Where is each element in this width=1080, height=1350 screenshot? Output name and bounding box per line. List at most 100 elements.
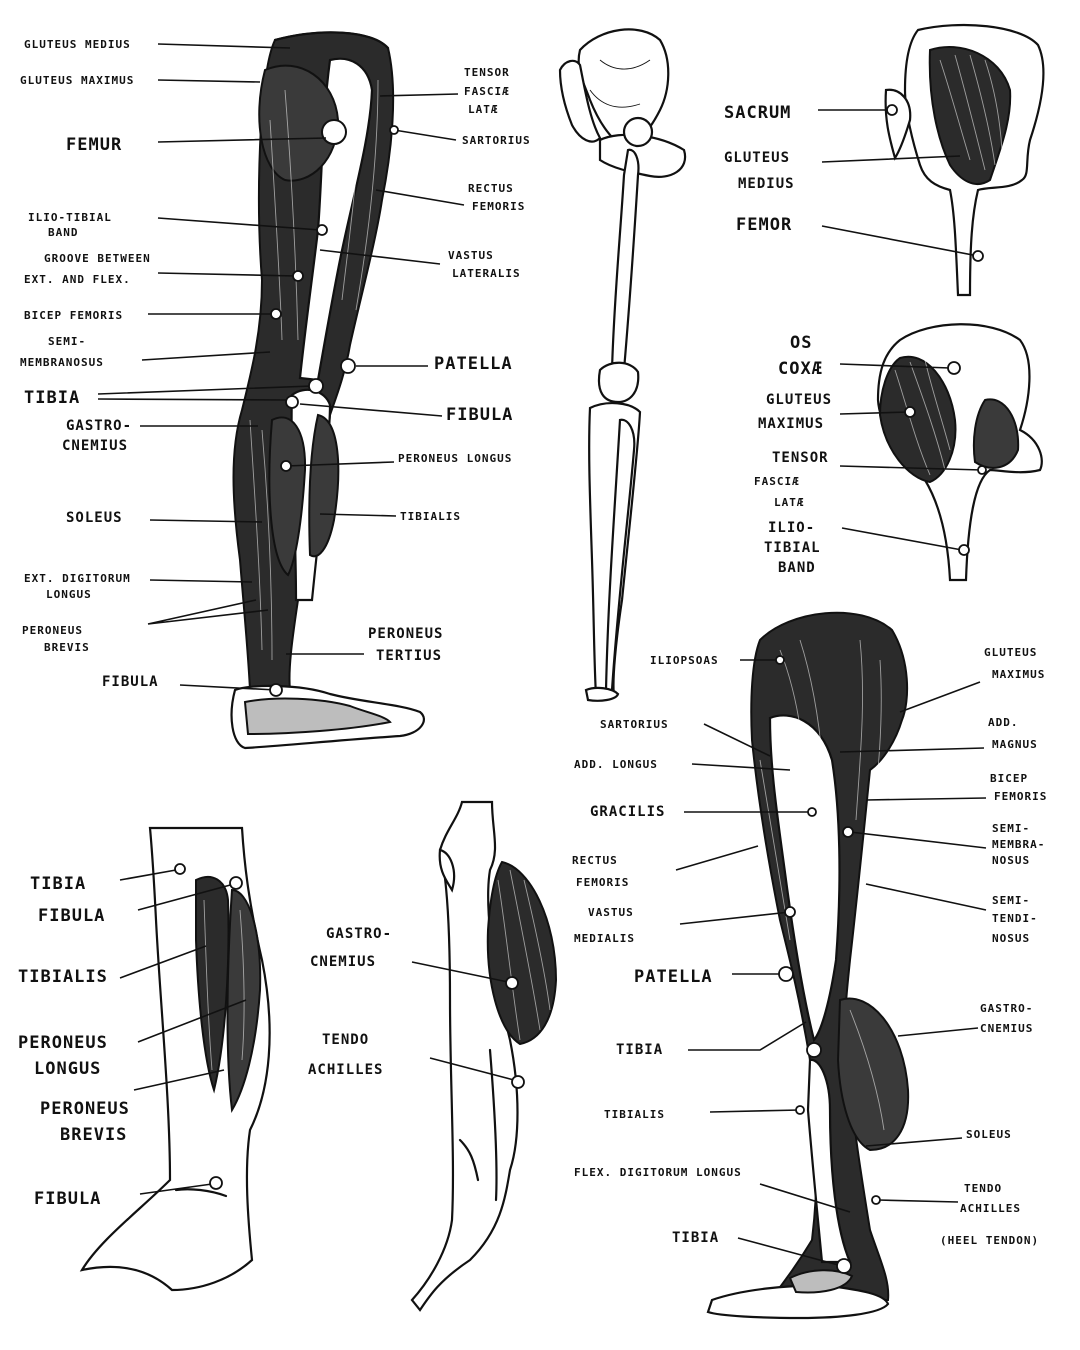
label-gracilis: GRACILIS (590, 804, 665, 820)
leg-side-muscles-icon (230, 31, 425, 750)
label-fibula-right: FIBULA (446, 405, 513, 425)
label-tibia-in: TIBIA (616, 1042, 663, 1058)
label-latae-mid: LATÆ (774, 496, 805, 509)
label-medius-top: MEDIUS (738, 176, 795, 192)
label-gastro-in: GASTRO- (980, 1002, 1033, 1015)
label-tibialis-in: TIBIALIS (604, 1108, 665, 1121)
label-gastro: GASTRO- (66, 418, 132, 434)
label-brevis-ll: BREVIS (60, 1125, 127, 1145)
label-vastus-in: VASTUS (588, 906, 634, 919)
label-femoris-in: FEMORIS (576, 876, 629, 889)
label-tendo-in: TENDO (964, 1182, 1002, 1195)
label-longus-ll: LONGUS (34, 1059, 101, 1079)
label-coxae: COXÆ (778, 359, 823, 379)
label-medialis-in: MEDIALIS (574, 932, 635, 945)
label-bicep-femoris: BICEP FEMORIS (24, 309, 123, 322)
label-femoris-in2: FEMORIS (994, 790, 1047, 803)
label-achilles-in: ACHILLES (960, 1202, 1021, 1215)
label-tensor-mid: TENSOR (772, 450, 829, 466)
label-fibula-ll2: FIBULA (34, 1189, 101, 1209)
label-tendi-in: TENDI- (992, 912, 1038, 925)
label-sartorius-in: SARTORIUS (600, 718, 669, 731)
label-fibula-ll: FIBULA (38, 906, 105, 926)
label-femur: FEMUR (66, 135, 122, 155)
label-tibialis: TIBIALIS (400, 510, 461, 523)
label-gluteus-in: GLUTEUS (984, 646, 1037, 659)
label-sartorius: SARTORIUS (462, 134, 531, 147)
label-flex-digitorum: FLEX. DIGITORUM LONGUS (574, 1166, 742, 1179)
label-ext-digitorum: EXT. DIGITORUM (24, 572, 131, 585)
figure-pelvis-top-labels: SACRUM GLUTEUS MEDIUS FEMOR (724, 103, 984, 262)
label-peroneus-longus: PERONEUS LONGUS (398, 452, 512, 465)
label-tibialis-ll: TIBIALIS (18, 967, 108, 987)
label-rectus-in: RECTUS (572, 854, 618, 867)
label-brevis: BREVIS (44, 641, 90, 654)
label-peroneus-brevis-ll: PERONEUS (40, 1099, 130, 1119)
label-magnus: MAGNUS (992, 738, 1038, 751)
label-sacrum: SACRUM (724, 103, 791, 123)
label-bicep-in: BICEP (990, 772, 1028, 785)
label-cnemius: CNEMIUS (62, 438, 128, 454)
label-cnemius-in: CNEMIUS (980, 1022, 1033, 1035)
label-semi: SEMI- (48, 335, 86, 348)
label-iliopsoas: ILIOPSOAS (650, 654, 719, 667)
label-gluteus-top: GLUTEUS (724, 150, 790, 166)
label-gluteus-medius: GLUTEUS MEDIUS (24, 38, 131, 51)
label-peroneus: PERONEUS (22, 624, 83, 637)
label-achilles-calf: ACHILLES (308, 1062, 383, 1078)
figure-side-leaders (97, 43, 465, 697)
label-cnemius-calf: CNEMIUS (310, 954, 376, 970)
label-soleus-in: SOLEUS (966, 1128, 1012, 1141)
label-peroneus-right: PERONEUS (368, 626, 443, 642)
label-gluteus-mid: GLUTEUS (766, 392, 832, 408)
figure-lower-leg-labels: TIBIA FIBULA TIBIALIS PERONEUS LONGUS PE… (18, 863, 247, 1209)
label-add-longus: ADD. LONGUS (574, 758, 658, 771)
leg-skeleton-icon (558, 28, 687, 702)
label-maximus-mid: MAXIMUS (758, 416, 824, 432)
label-maximus-in: MAXIMUS (992, 668, 1045, 681)
label-rectus: RECTUS (468, 182, 514, 195)
label-femor: FEMOR (736, 215, 792, 235)
label-membranosus: MEMBRANOSUS (20, 356, 104, 369)
label-heel-tendon: (HEEL TENDON) (940, 1234, 1039, 1247)
label-patella: PATELLA (434, 354, 513, 374)
label-membra-in: MEMBRA- (992, 838, 1045, 851)
label-nosus-in2: NOSUS (992, 932, 1030, 945)
label-tertius: TERTIUS (376, 648, 442, 664)
label-patella-in: PATELLA (634, 967, 713, 987)
label-fasciae-mid: FASCIÆ (754, 475, 800, 488)
label-soleus: SOLEUS (66, 510, 123, 526)
label-gluteus-maximus: GLUTEUS MAXIMUS (20, 74, 134, 87)
label-femoris: FEMORIS (472, 200, 525, 213)
label-groove-between: GROOVE BETWEEN (44, 252, 151, 265)
label-semi-in: SEMI- (992, 822, 1030, 835)
figure-inner-labels: ILIOPSOAS SARTORIUS ADD. LONGUS GRACILIS… (572, 646, 1047, 1274)
label-fasciae: FASCIÆ (464, 85, 510, 98)
leg-inner-muscles-icon (706, 611, 910, 1320)
label-nosus-in: NOSUS (992, 854, 1030, 867)
label-gastro-calf: GASTRO- (326, 926, 392, 942)
lower-leg-front-icon (79, 826, 271, 1292)
label-tibia: TIBIA (24, 388, 80, 408)
label-add: ADD. (988, 716, 1019, 729)
label-peroneus-ll: PERONEUS (18, 1033, 108, 1053)
label-semi-in2: SEMI- (992, 894, 1030, 907)
pelvis-gluteus-medius-icon (884, 23, 1045, 297)
calf-outline-icon (410, 800, 558, 1312)
label-ilio-mid: ILIO- (768, 520, 815, 536)
label-ilio-tibial: ILIO-TIBIAL (28, 211, 112, 224)
label-tibia-ll: TIBIA (30, 874, 86, 894)
figure-pelvis-mid-labels: OS COXÆ GLUTEUS MAXIMUS TENSOR FASCIÆ LA… (754, 333, 987, 576)
label-longus: LONGUS (46, 588, 92, 601)
label-band: BAND (48, 226, 79, 239)
label-tibia-in2: TIBIA (672, 1230, 719, 1246)
label-lateralis: LATERALIS (452, 267, 521, 280)
figure-side-labels: GLUTEUS MEDIUS GLUTEUS MAXIMUS FEMUR ILI… (20, 38, 531, 690)
label-tensor: TENSOR (464, 66, 510, 79)
label-os: OS (790, 333, 812, 353)
label-band-mid: BAND (778, 560, 816, 576)
figure-calf-labels: GASTRO- CNEMIUS TENDO ACHILLES (308, 926, 525, 1089)
label-latae: LATÆ (468, 103, 499, 116)
label-fibula: FIBULA (102, 674, 159, 690)
